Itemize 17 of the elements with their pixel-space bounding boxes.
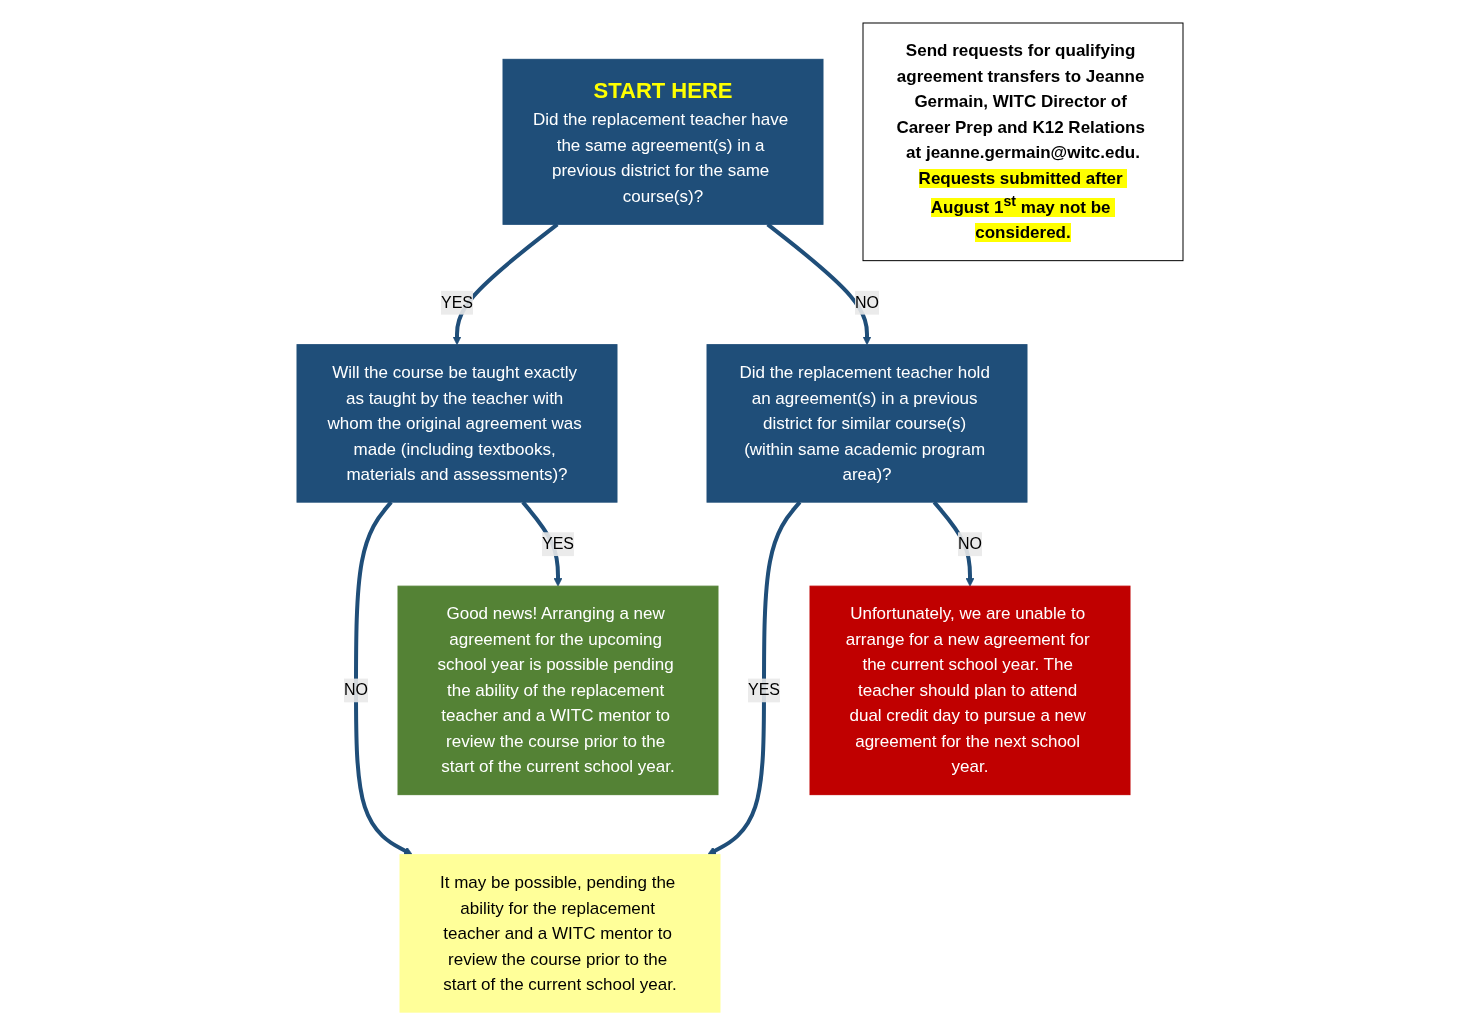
edge-label: NO: [855, 294, 880, 312]
arrow: [707, 501, 802, 856]
node-box: It may be possible, pending the ability for the replacement teacher and a WITC mentor to review the course prior to the start of the current school year.: [399, 854, 721, 1014]
edge-label: YES: [748, 681, 781, 699]
arrow: [354, 501, 413, 856]
node-box: Will the course be taught exactly as taught by the teacher with whom the original agreement was made (including textbooks, materials and assessments)?: [296, 344, 618, 504]
arrow: [766, 223, 872, 346]
node-box: Send requests for qualifying agreement transfers to Jeanne Germain, WITC Director of Career Prep and K12 Relations at jeanne.germain@witc.edu. Requests submitted after August 1$^{st}$ may not be considered.: [862, 22, 1184, 262]
edge-label: YES: [541, 535, 575, 553]
node-box: START HERE Did the replacement teacher have the same agreement(s) in a previous district for the same course(s)?: [502, 59, 824, 226]
node-box: Did the replacement teacher hold an agreement(s) in a previous district for similar course(s) (within same academic program area)?: [706, 344, 1028, 504]
edge-label: YES: [440, 294, 474, 312]
node-box: Unfortunately, we are unable to arrange for a new agreement for the current school year. The teacher should plan to attend dual credit day to pursue a new agreement for the next school year.: [809, 586, 1131, 796]
node-box: Good news! Arranging a new agreement for the upcoming school year is possible pending the ability of the replacement teacher and a WITC mentor to review the course prior to the start of the current school year.: [397, 586, 719, 796]
edge-label: NO: [344, 681, 368, 699]
arrow: [452, 223, 559, 346]
edge-label: NO: [958, 535, 983, 553]
